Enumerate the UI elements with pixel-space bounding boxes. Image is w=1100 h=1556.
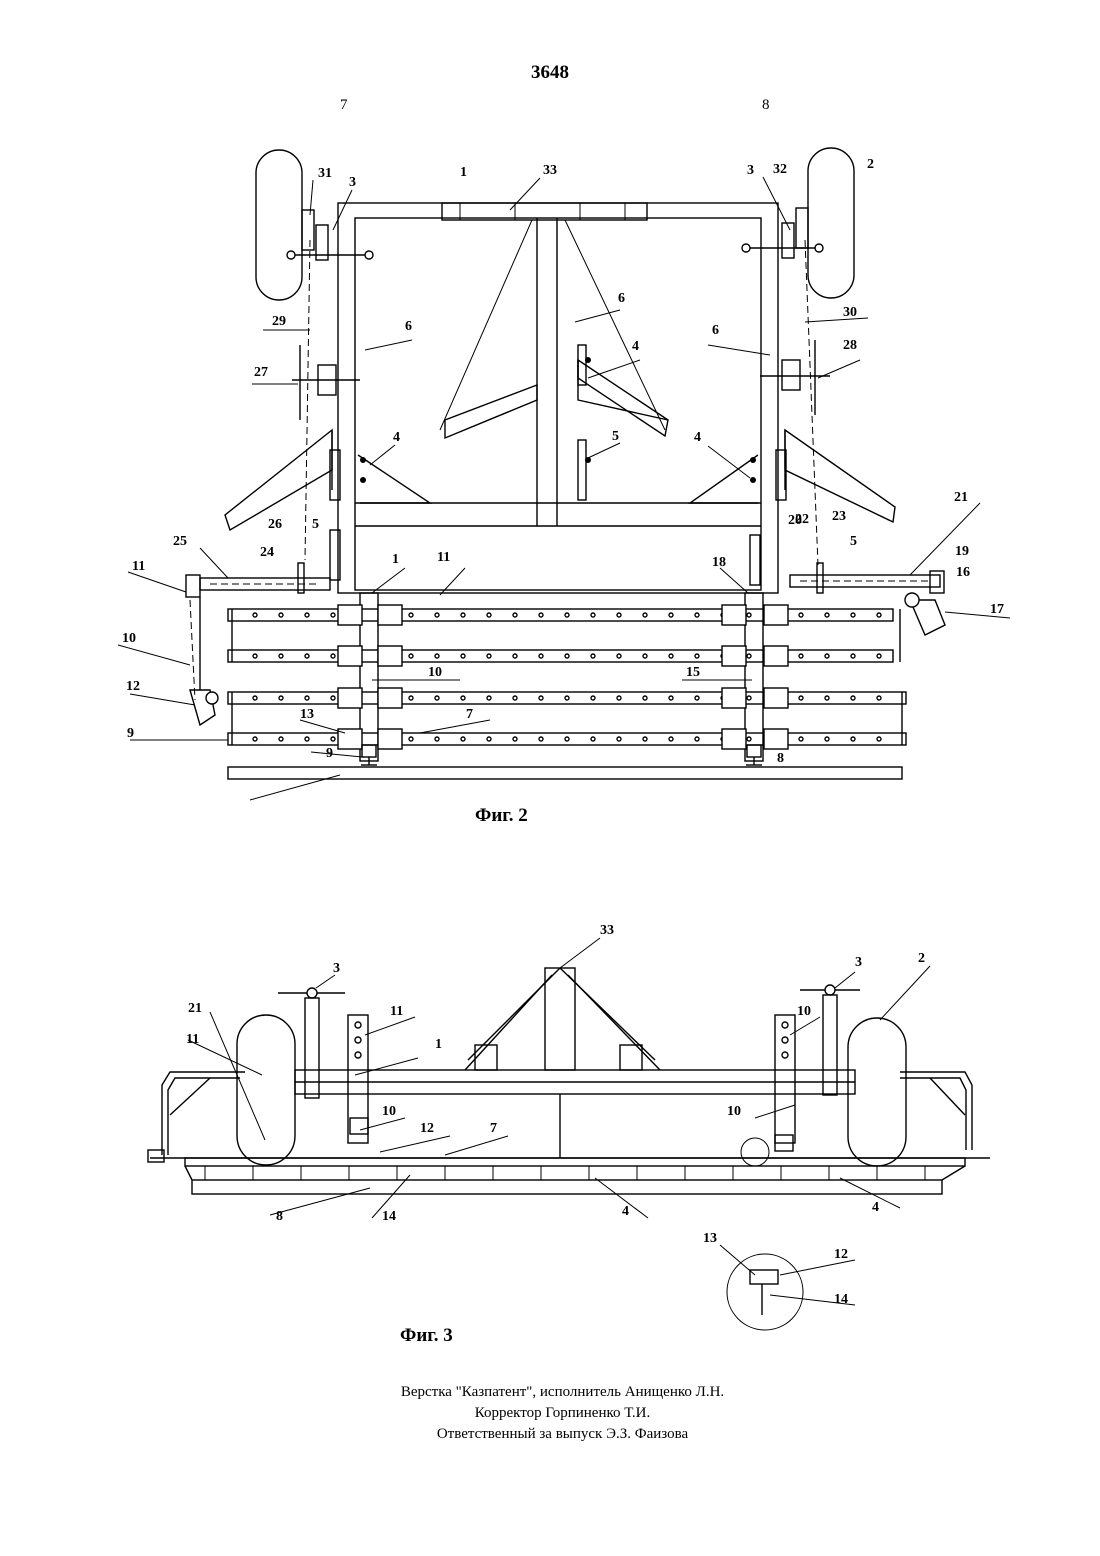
footer-line-layout: Верстка "Казпатент", исполнитель Анищенк… bbox=[0, 1382, 1100, 1403]
fig3-label: 14 bbox=[834, 1292, 848, 1307]
fig3-label: 11 bbox=[390, 1004, 403, 1019]
figure-3-labels: 33332211111101101012781444131214 bbox=[186, 923, 925, 1307]
footer-line-responsible: Ответственный за выпуск Э.З. Фаизова bbox=[0, 1424, 1100, 1445]
fig3-label: 14 bbox=[382, 1209, 396, 1224]
fig3-posts bbox=[278, 985, 860, 1151]
fig3-side-guards bbox=[162, 1072, 972, 1155]
fig3-label: 11 bbox=[186, 1032, 199, 1047]
fig3-label: 10 bbox=[797, 1004, 811, 1019]
figure-3-caption: Фиг. 3 bbox=[400, 1325, 453, 1347]
fig3-detail-view bbox=[727, 1254, 803, 1330]
footer-credits: Верстка "Казпатент", исполнитель Анищенк… bbox=[0, 1382, 1100, 1445]
fig3-label: 10 bbox=[382, 1104, 396, 1119]
fig3-wheel-right bbox=[848, 1018, 906, 1166]
fig3-leveller bbox=[192, 1180, 942, 1194]
fig3-harrow-frame bbox=[185, 1158, 965, 1180]
fig3-label: 10 bbox=[727, 1104, 741, 1119]
fig3-label: 12 bbox=[420, 1121, 434, 1136]
footer-line-corrector: Корректор Горпиненко Т.И. bbox=[0, 1403, 1100, 1424]
fig3-label: 33 bbox=[600, 923, 614, 938]
fig3-label: 4 bbox=[622, 1204, 629, 1219]
figure-3-drawing: 33332211111101101012781444131214 bbox=[0, 0, 1100, 1380]
fig3-label: 21 bbox=[188, 1001, 202, 1016]
fig3-label: 13 bbox=[703, 1231, 717, 1246]
fig3-label: 12 bbox=[834, 1247, 848, 1262]
fig3-label: 3 bbox=[333, 961, 340, 976]
fig3-label: 3 bbox=[855, 955, 862, 970]
fig3-label: 2 bbox=[918, 951, 925, 966]
fig3-detail-marker bbox=[741, 1138, 769, 1166]
fig3-label: 7 bbox=[490, 1121, 497, 1136]
fig3-tines bbox=[205, 1166, 925, 1180]
fig3-label: 1 bbox=[435, 1037, 442, 1052]
fig3-label: 4 bbox=[872, 1200, 879, 1215]
fig3-label: 8 bbox=[276, 1209, 283, 1224]
fig3-wheel-left bbox=[237, 1015, 295, 1165]
